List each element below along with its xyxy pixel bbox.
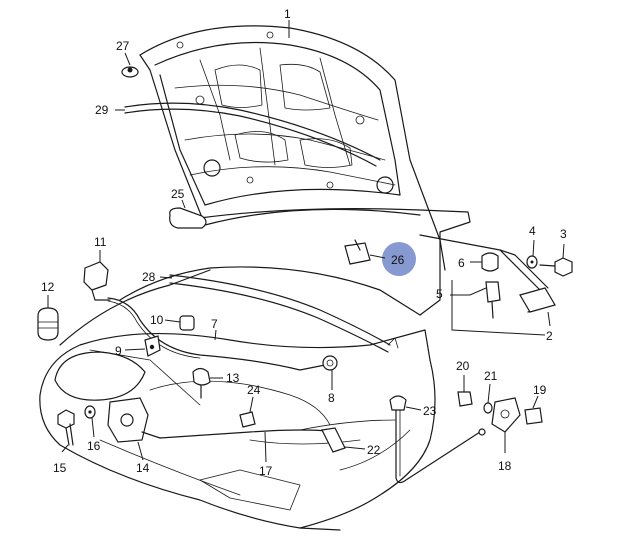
part-10-sleeve	[164, 315, 195, 331]
callout-11: 11	[94, 235, 107, 249]
part-27-clip	[121, 52, 139, 78]
callout-19: 19	[533, 383, 547, 397]
leader-7	[214, 329, 217, 341]
part-15-bolt	[57, 409, 75, 453]
callout-2: 2	[546, 329, 553, 343]
callout-24: 24	[247, 383, 261, 397]
part-6-cap-nut	[470, 252, 499, 272]
highlight-marker-26	[382, 242, 416, 276]
part-21-washer	[483, 383, 493, 414]
callout-1: 1	[284, 7, 291, 21]
part-2-hinge	[419, 234, 556, 327]
callout-12: 12	[41, 280, 55, 294]
callout-9: 9	[115, 344, 122, 358]
part-7-release-cable	[107, 297, 326, 371]
callout-labels: 1 2 3 4 5 6 7 8 9 10 11 12 13 14 15 16 1…	[41, 7, 567, 478]
callout-8: 8	[328, 391, 335, 405]
part-29-hood-seal	[115, 102, 381, 167]
leader-26	[369, 254, 386, 259]
part-14-lock	[107, 397, 161, 461]
part-19-clip	[524, 395, 543, 425]
callout-5: 5	[436, 287, 443, 301]
part-8-grommet	[322, 355, 338, 390]
callout-29: 29	[95, 103, 109, 117]
callout-26: 26	[391, 253, 405, 267]
group-bracket-5	[451, 280, 546, 336]
part-17-rod	[159, 429, 336, 463]
callout-18: 18	[498, 459, 512, 473]
callout-22: 22	[367, 443, 381, 457]
part-24-clip	[239, 396, 256, 428]
part-9-clip	[124, 335, 161, 357]
part-20-pin	[457, 375, 473, 407]
callout-4: 4	[529, 224, 536, 238]
callout-28: 28	[142, 270, 156, 284]
callout-14: 14	[136, 461, 150, 475]
part-4-washer	[526, 239, 538, 269]
part-26-clip	[344, 239, 371, 265]
callout-20: 20	[456, 359, 470, 373]
part-13-bump-stop	[192, 367, 223, 399]
callout-27: 27	[116, 39, 130, 53]
part-22-bracket	[321, 427, 366, 453]
callout-10: 10	[150, 313, 164, 327]
callout-15: 15	[53, 461, 67, 475]
callout-17: 17	[259, 464, 273, 478]
part-5-bracket-bolt	[450, 281, 501, 319]
part-16-washer	[84, 405, 96, 438]
part-23-prop-rod	[389, 395, 486, 484]
hood-panel	[139, 25, 446, 271]
part-25-pad	[169, 199, 207, 229]
callout-21: 21	[484, 369, 498, 383]
part-11-bracket	[83, 250, 111, 301]
callout-3: 3	[560, 227, 567, 241]
callout-23: 23	[423, 404, 437, 418]
callout-16: 16	[87, 439, 101, 453]
callout-13: 13	[226, 371, 240, 385]
callout-6: 6	[458, 256, 465, 270]
callout-7: 7	[211, 317, 218, 331]
part-12-grommet	[37, 295, 59, 341]
callout-25: 25	[171, 187, 185, 201]
part-18-bracket	[491, 397, 521, 453]
part-3-bolt	[539, 243, 573, 277]
car-front-body	[39, 208, 471, 531]
part-28-cowl-seal	[159, 274, 399, 353]
